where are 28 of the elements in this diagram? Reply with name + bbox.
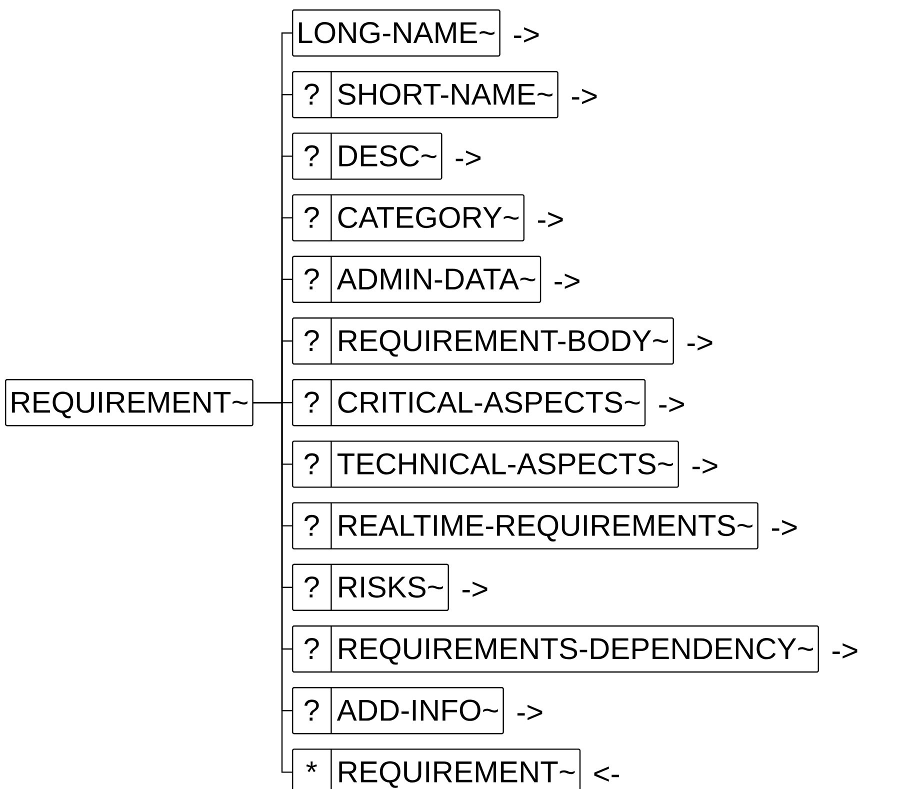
cardinality-marker: -> <box>659 396 684 412</box>
cardinality-marker: -> <box>456 150 481 166</box>
element-box: LONG-NAME~ <box>292 9 500 57</box>
cardinality-marker: <- <box>594 766 619 782</box>
cardinality-marker: -> <box>554 274 580 289</box>
cardinality-marker: -> <box>514 27 539 42</box>
element-box: ? CATEGORY~ <box>292 194 524 242</box>
element-box: * REQUIREMENT~ <box>292 748 581 789</box>
element-box: ? ADMIN-DATA~ <box>292 256 542 303</box>
cardinality-marker: -> <box>692 458 718 474</box>
cardinality-marker: -> <box>538 212 563 228</box>
cardinality-marker: -> <box>687 335 712 350</box>
cardinality-marker: -> <box>572 88 597 104</box>
cardinality-marker: -> <box>462 582 488 597</box>
element-box: ? RISKS~ <box>292 564 449 611</box>
element-box: ? CRITICAL-ASPECTS~ <box>292 379 646 426</box>
element-box: ? DESC~ <box>292 132 442 180</box>
cardinality-marker: -> <box>517 704 542 720</box>
cardinality-marker: -> <box>832 643 858 658</box>
element-box: ? TECHNICAL-ASPECTS~ <box>292 440 679 488</box>
element-box: REQUIREMENT~ <box>5 379 254 426</box>
element-box: ? ADD-INFO~ <box>292 687 504 734</box>
element-box: ? REQUIREMENTS-DEPENDENCY~ <box>292 625 819 673</box>
element-box: ? SHORT-NAME~ <box>292 71 558 118</box>
tree-connector <box>253 402 292 773</box>
cardinality-marker: -> <box>772 520 797 536</box>
element-box: ? REQUIREMENT-BODY~ <box>292 317 674 365</box>
element-box: ? REALTIME-REQUIREMENTS~ <box>292 502 758 550</box>
